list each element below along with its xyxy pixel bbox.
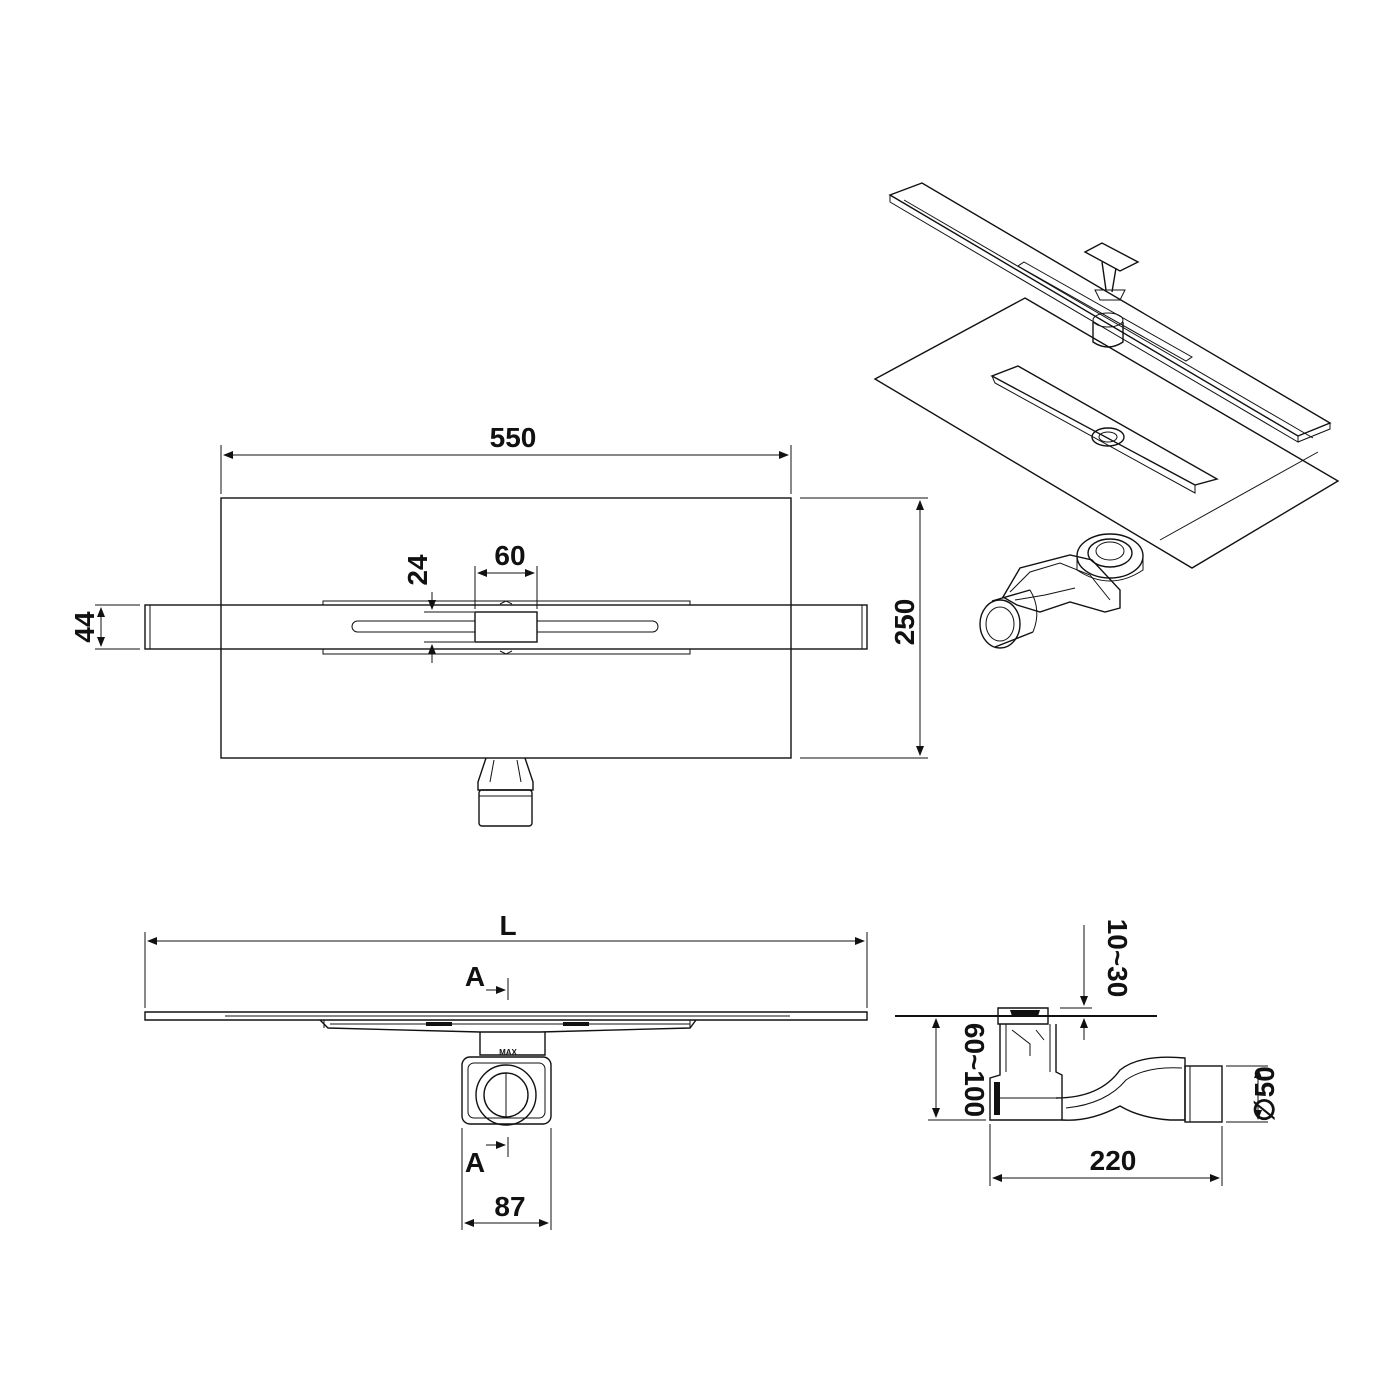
dim-24-label: 24 [402,554,433,586]
section-marker-a-bottom: A [465,1137,509,1178]
side-outlet-pipe [1184,1065,1223,1123]
dim-87-label: 87 [494,1191,525,1222]
side-section-view: 10~30 60~100 ∅50 220 [895,919,1280,1186]
front-view: MAX L A A [144,910,868,1230]
dim-550: 550 [220,422,792,494]
dim-60: 60 [474,540,538,609]
iso-recess [990,365,1219,486]
section-a-top-label: A [465,961,485,992]
dim-L: L [144,910,868,1008]
dim-60-100-label: 60~100 [959,1023,990,1117]
front-channel-body [319,1019,697,1033]
dim-60-label: 60 [494,540,525,571]
section-marker-a-top: A [465,961,509,1000]
front-channel-top [144,1011,868,1021]
section-a-bottom-label: A [465,1147,485,1178]
isometric-view [873,182,1340,649]
dim-60-100: 60~100 [928,1018,990,1121]
iso-trap [979,533,1144,649]
waste-pipe-top [477,757,534,827]
dim-44: 44 [69,604,140,650]
max-label: MAX [499,1048,517,1057]
dim-10-30: 10~30 [1060,919,1133,1040]
dim-87: 87 [461,1128,552,1230]
side-trap-body [989,1024,1063,1121]
dim-250-label: 250 [889,599,920,646]
outlet-square [474,611,538,643]
dim-L-label: L [499,910,516,941]
dim-diameter-50-label: ∅50 [1249,1066,1280,1122]
plate-outline [220,497,792,759]
top-view: 550 250 44 24 60 [69,422,928,827]
dim-220: 220 [989,1124,1223,1186]
iso-channel [888,182,1332,437]
dim-10-30-label: 10~30 [1102,919,1133,998]
dim-250: 250 [800,497,928,759]
dim-44-label: 44 [69,611,100,643]
dim-220-label: 220 [1090,1145,1137,1176]
dim-diameter-50: ∅50 [1226,1065,1280,1123]
iso-floor-plate [873,297,1340,569]
iso-bracket [1083,242,1140,293]
front-outlet-body [461,1056,552,1126]
channel-outline [144,604,868,650]
dim-24: 24 [402,554,474,663]
dim-550-label: 550 [490,422,537,453]
